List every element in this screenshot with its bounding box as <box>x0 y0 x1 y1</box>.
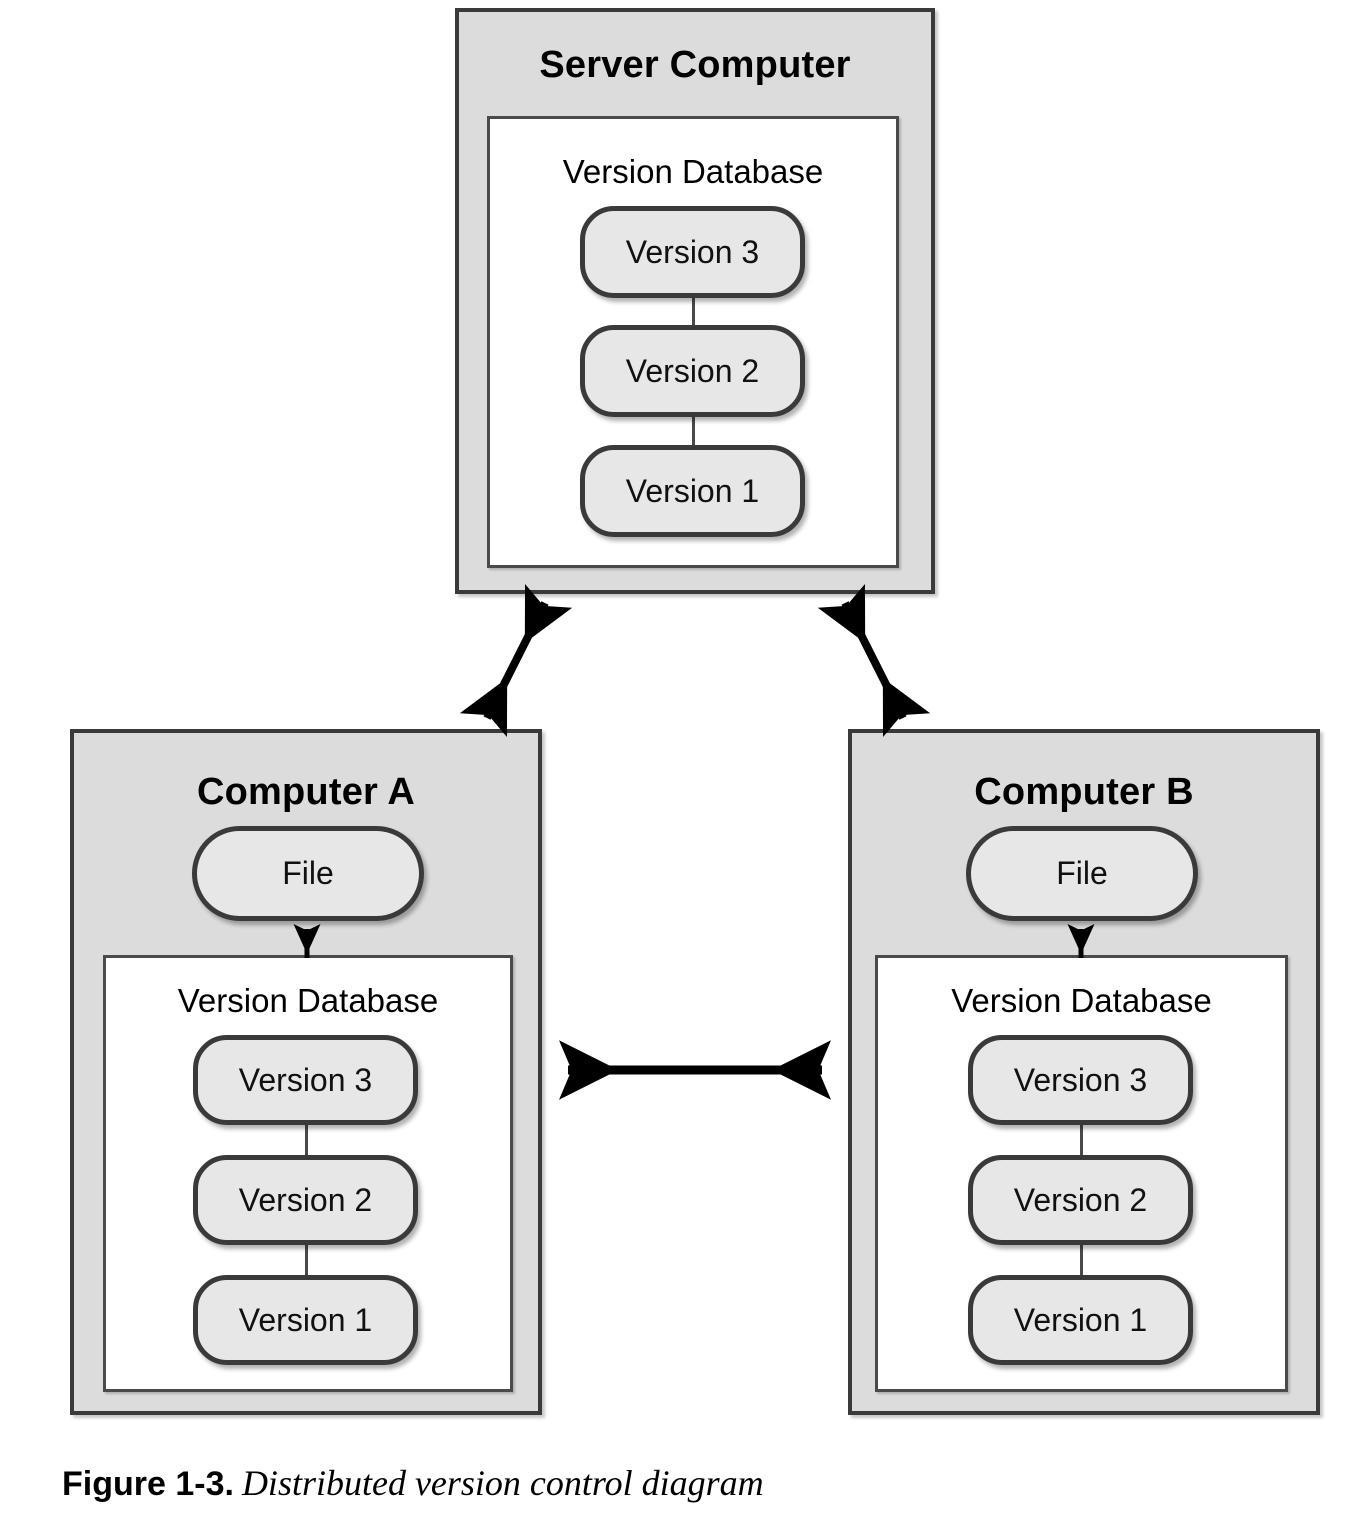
computer-a-version-3: Version 3 <box>193 1035 418 1125</box>
figure-number: Figure 1-3. <box>62 1465 234 1503</box>
computer-a-version-connector-2-1 <box>305 1238 308 1278</box>
computer-b-title: Computer B <box>974 771 1194 813</box>
computer-a-version-1-label: Version 1 <box>238 1301 373 1338</box>
computer-a-version-1: Version 1 <box>193 1275 418 1365</box>
computer-a-version-database-title: Version Database <box>177 982 439 1019</box>
server-version-3-label: Version 3 <box>625 233 760 270</box>
computer-b-file: File <box>966 826 1198 921</box>
computer-b-version-database-title: Version Database <box>951 982 1212 1019</box>
computer-b-version-1: Version 1 <box>968 1275 1193 1365</box>
computer-b-version-1-label: Version 1 <box>1013 1301 1148 1338</box>
computer-b-version-connector-3-2 <box>1080 1118 1083 1158</box>
computer-b-version-connector-2-1 <box>1080 1238 1083 1278</box>
figure-caption: Figure 1-3.Distributed version control d… <box>62 1462 1302 1504</box>
computer-a-title: Computer A <box>196 771 416 813</box>
server-version-1-label: Version 1 <box>625 472 760 509</box>
server-version-database-title: Version Database <box>562 153 824 190</box>
computer-b-version-2-label: Version 2 <box>1013 1181 1148 1218</box>
computer-b-file-label: File <box>1056 855 1108 891</box>
server-version-2: Version 2 <box>580 325 805 417</box>
computer-b-version-3: Version 3 <box>968 1035 1193 1125</box>
server-version-connector-3-2 <box>692 288 695 328</box>
computer-b-version-2: Version 2 <box>968 1155 1193 1245</box>
server-computer-title: Server Computer <box>539 44 851 86</box>
figure-caption-text: Distributed version control diagram <box>241 1463 764 1503</box>
server-version-3: Version 3 <box>580 206 805 298</box>
arrow-server-to-computer-b <box>817 583 931 738</box>
computer-a-version-2-label: Version 2 <box>238 1181 373 1218</box>
computer-a-version-connector-3-2 <box>305 1118 308 1158</box>
computer-a-version-2: Version 2 <box>193 1155 418 1245</box>
server-version-connector-2-1 <box>692 408 695 448</box>
computer-a-file: File <box>192 826 424 921</box>
arrow-server-to-computer-a <box>459 583 573 738</box>
computer-b-version-3-label: Version 3 <box>1013 1061 1148 1098</box>
server-version-1: Version 1 <box>580 445 805 537</box>
server-version-2-label: Version 2 <box>625 352 760 389</box>
computer-a-version-3-label: Version 3 <box>238 1061 373 1098</box>
computer-a-file-label: File <box>282 855 334 891</box>
